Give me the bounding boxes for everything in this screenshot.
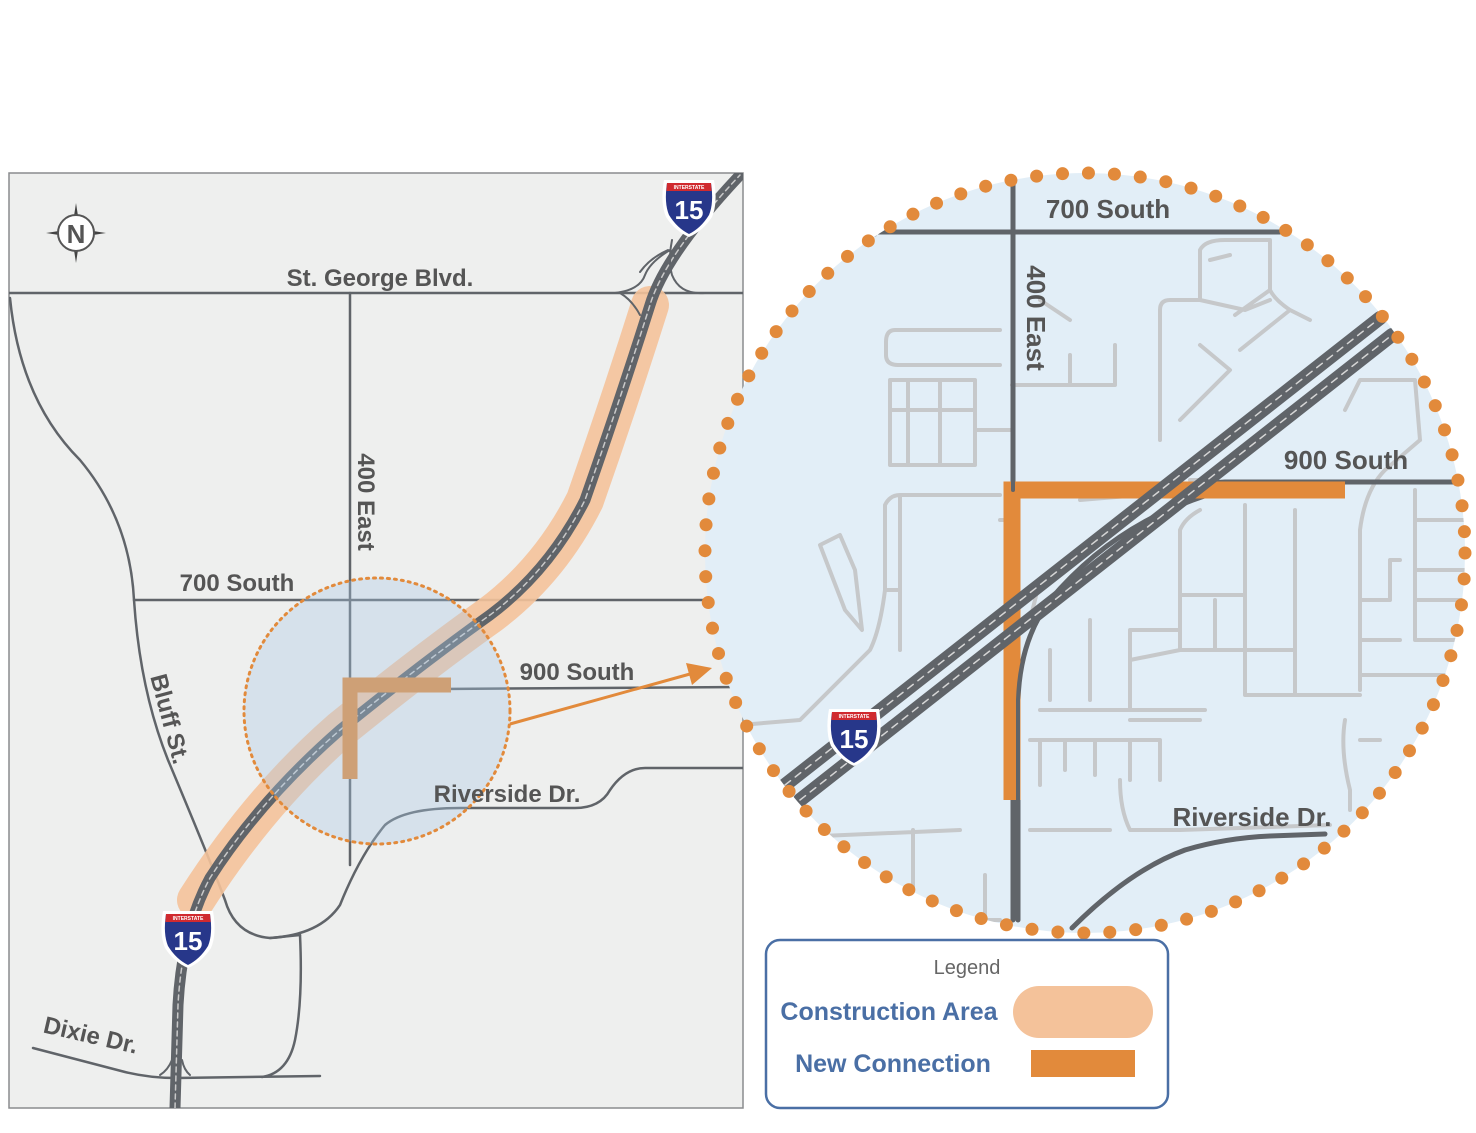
north-label: N: [67, 219, 86, 249]
new-connection-main: [342, 677, 451, 779]
study-area-circle: [242, 576, 512, 846]
callout-arrow: [509, 663, 712, 726]
inset-label-400-east: 400 East: [1021, 265, 1051, 371]
south-loop-road: [260, 933, 303, 1079]
shield-top-text: INTERSTATE: [173, 916, 204, 922]
inset-label-900-south: 900 South: [1284, 445, 1408, 475]
label-400-east: 400 East: [352, 453, 379, 550]
i15-shield-icon-south: INTERSTATE 15: [161, 911, 215, 968]
bluff-st-road: [9, 296, 302, 940]
inset-label-riverside-dr: Riverside Dr.: [1173, 802, 1332, 832]
legend-label-new-connection: New Connection: [795, 1050, 991, 1078]
i15-shield-icon-north: INTERSTATE 15: [662, 180, 716, 237]
riverside-dr-road: [268, 766, 743, 940]
shield-number: 15: [174, 926, 203, 956]
legend-label-construction-area: Construction Area: [780, 998, 998, 1026]
north-arrow-icon: N: [46, 203, 106, 263]
main-map: N St. George Blvd. 700 South 900 South R…: [8, 172, 744, 1109]
label-riverside-dr: Riverside Dr.: [434, 781, 581, 808]
inset-label-700-south: 700 South: [1046, 194, 1170, 224]
south-interchange-ramps: [159, 1059, 191, 1076]
label-900-south: 900 South: [520, 659, 635, 686]
inset-border: [698, 166, 1472, 940]
i15-shield-icon-inset: INTERSTATE 15: [827, 709, 881, 766]
shield-number: 15: [840, 724, 869, 754]
shield-number: 15: [675, 195, 704, 225]
900-south-road: [438, 685, 743, 691]
shield-top-text: INTERSTATE: [839, 714, 870, 720]
legend-swatch-construction-area: [1013, 986, 1153, 1038]
i15-freeway-main: [169, 173, 743, 1108]
label-700-south: 700 South: [180, 570, 295, 597]
legend-swatch-new-connection: [1031, 1050, 1135, 1077]
north-interchange-ramps: [614, 239, 706, 316]
label-st-george-blvd: St. George Blvd.: [287, 265, 474, 292]
shield-top-text: INTERSTATE: [674, 185, 705, 191]
legend: Legend Construction Area New Connection: [764, 938, 1170, 1110]
legend-title: Legend: [934, 957, 1001, 979]
inset-riverside-dr-road: [1069, 831, 1328, 931]
inset-map: 700 South 400 East 900 South Riverside D…: [698, 166, 1472, 940]
i15-freeway-inset: [778, 311, 1399, 807]
